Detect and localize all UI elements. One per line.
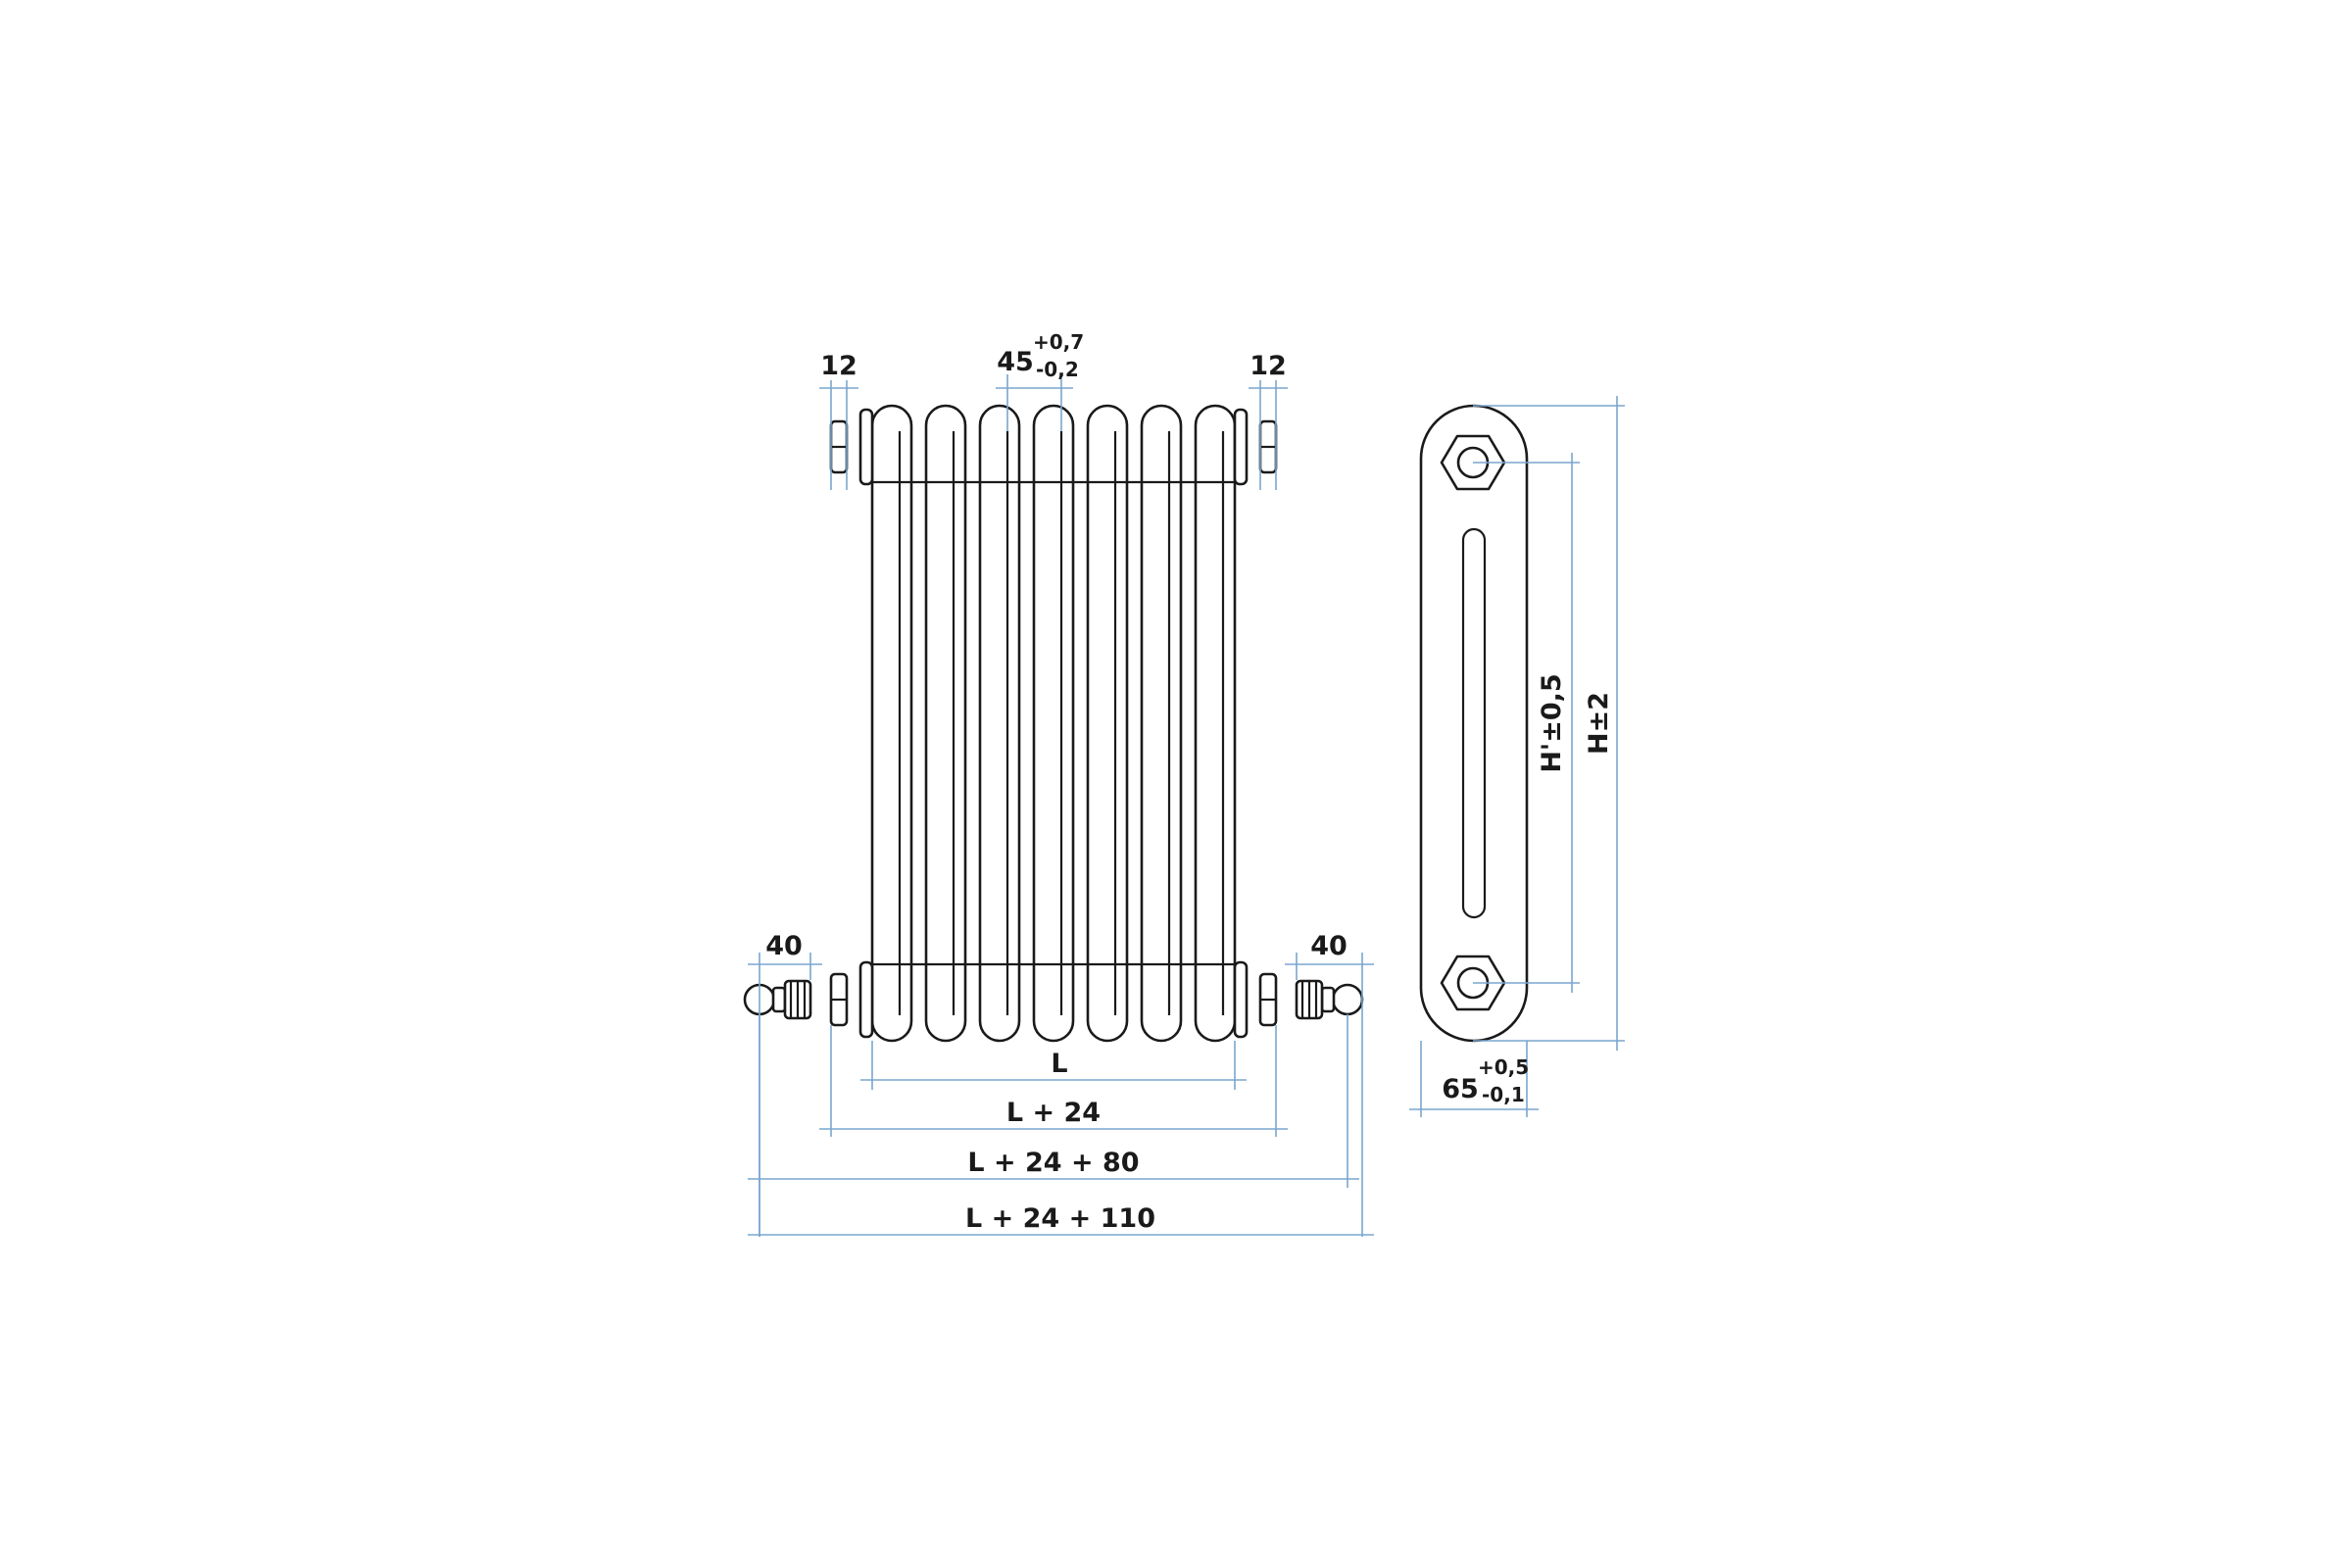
column-1	[870, 404, 913, 1043]
column-4	[1032, 404, 1075, 1043]
dim-pitch-tol-upper: +0,7	[1033, 330, 1084, 354]
dim-pitch-label: 45	[997, 347, 1034, 377]
dim-cap-left-label: 12	[820, 351, 858, 381]
end-cap-bottom-left	[858, 960, 874, 1039]
side-view	[1419, 404, 1529, 1043]
dim-length-label: L	[1051, 1049, 1067, 1079]
column-5	[1086, 404, 1129, 1043]
side-center-slot	[1461, 527, 1487, 919]
dim-pitch-tol-lower: -0,2	[1036, 358, 1079, 381]
end-cap-top-right	[1233, 408, 1249, 486]
dim-valve-left-label: 40	[765, 931, 803, 961]
column-7	[1194, 404, 1237, 1043]
dim-length-caps-valves-label: L + 24 + 80	[967, 1148, 1139, 1178]
dim-height-label: H±2	[1584, 692, 1614, 755]
column-6	[1140, 404, 1183, 1043]
dimension-lines	[748, 374, 1625, 1237]
front-view	[743, 404, 1364, 1043]
valve-right	[1295, 979, 1364, 1020]
valve-left	[743, 979, 812, 1020]
dim-axis-distance-label: H'±0,5	[1537, 673, 1567, 772]
column-inner-lines	[898, 431, 1225, 1015]
radiator-columns	[870, 404, 1237, 1043]
end-caps	[858, 408, 1249, 1039]
dim-cap-right-label: 12	[1250, 351, 1287, 381]
dim-length-total-label: L + 24 + 110	[965, 1203, 1155, 1234]
dim-depth-tol-upper: +0,5	[1478, 1055, 1529, 1079]
dim-depth-tol-lower: -0,1	[1482, 1083, 1525, 1106]
column-2	[924, 404, 967, 1043]
side-section-body	[1419, 404, 1529, 1043]
manifold-lines	[872, 480, 1235, 966]
dim-depth-label: 65	[1442, 1074, 1479, 1104]
column-3	[978, 404, 1021, 1043]
dim-valve-right-label: 40	[1310, 931, 1348, 961]
dim-length-caps-label: L + 24	[1006, 1098, 1101, 1128]
end-cap-top-left	[858, 408, 874, 486]
end-cap-bottom-right	[1233, 960, 1249, 1039]
